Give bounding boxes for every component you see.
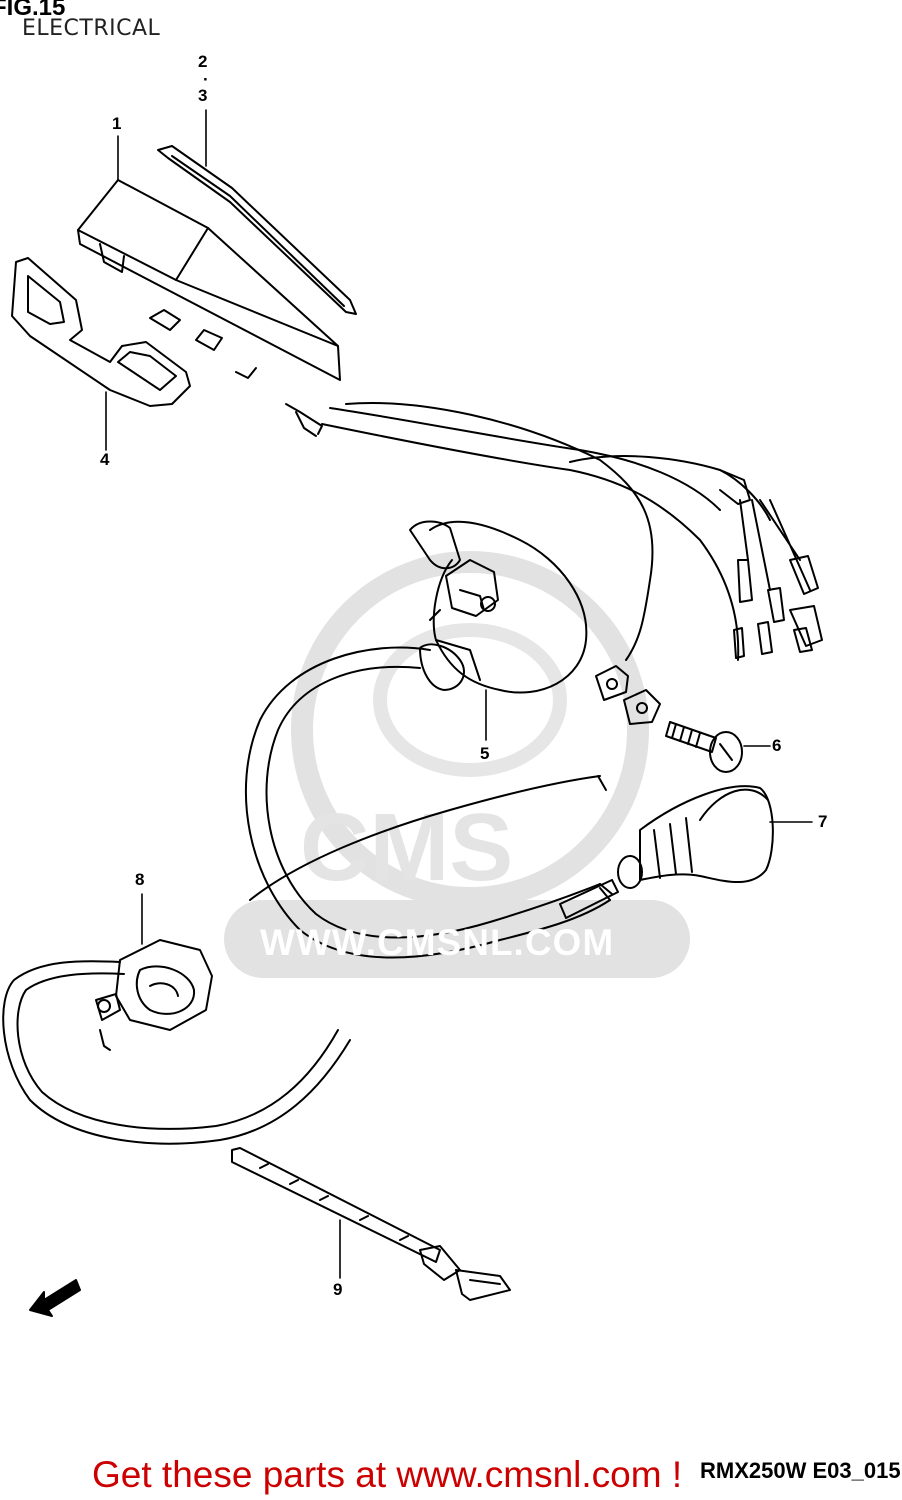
callout-3: 3 bbox=[198, 86, 208, 105]
callout-8: 8 bbox=[135, 870, 145, 889]
high-tension-lead bbox=[244, 646, 619, 959]
svg-text:CMS: CMS bbox=[300, 794, 513, 901]
wiring-harness bbox=[321, 402, 823, 661]
buy-parts-link[interactable]: Get these parts at www.cmsnl.com ! bbox=[92, 1454, 683, 1495]
section-title: ELECTRICAL bbox=[22, 16, 161, 41]
figure-label: FIG.15 bbox=[0, 0, 66, 21]
watermark-url: WWW.CMSNL.COM bbox=[260, 922, 615, 963]
callout-9: 9 bbox=[333, 1280, 343, 1299]
callout-5: 5 bbox=[480, 744, 490, 763]
part-5-ignition-coil bbox=[409, 520, 661, 725]
fwd-direction-arrow bbox=[29, 1279, 81, 1317]
part-4-bracket bbox=[11, 257, 191, 407]
part-9-cable-tie bbox=[231, 1147, 511, 1301]
part-7-spark-plug-cap bbox=[617, 785, 774, 889]
part-6-screw bbox=[665, 721, 743, 773]
callout-6: 6 bbox=[772, 736, 782, 755]
callout-2-3-dot: · bbox=[203, 70, 209, 89]
callout-1: 1 bbox=[112, 114, 122, 133]
callout-2: 2 bbox=[198, 52, 208, 71]
callout-7: 7 bbox=[818, 812, 828, 831]
cms-watermark: CMS bbox=[224, 551, 690, 978]
leader-lines bbox=[105, 109, 813, 1279]
callout-4: 4 bbox=[100, 450, 110, 469]
model-code: RMX250W E03_015 bbox=[700, 1458, 901, 1483]
part-1-cdi-unit bbox=[77, 179, 341, 437]
part-2-3-cover-plate bbox=[157, 145, 357, 315]
part-8-kill-switch bbox=[2, 939, 351, 1145]
